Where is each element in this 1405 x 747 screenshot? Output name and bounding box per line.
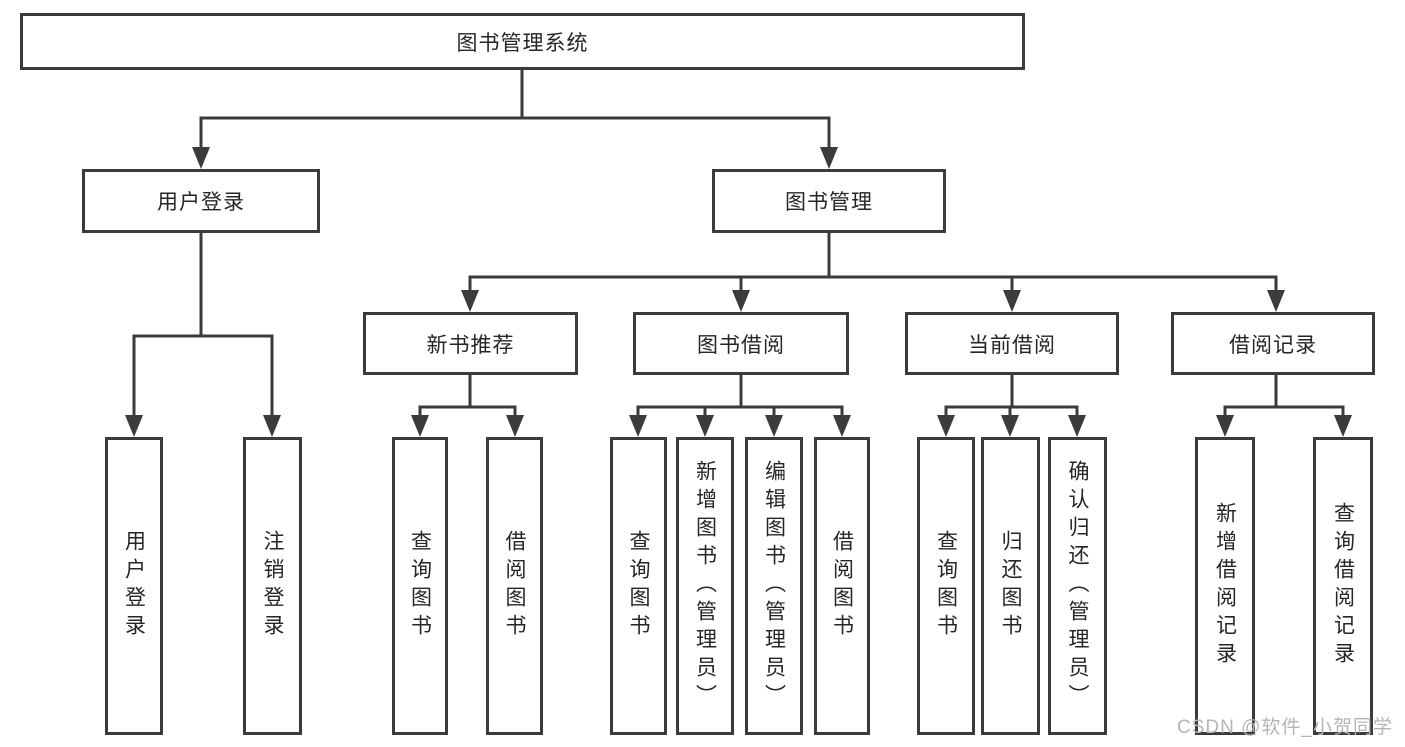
leaf-logout: 注销登录 [243,437,302,735]
edge-user-login-to-leaves [125,231,281,437]
edge-root-to-level2 [192,68,838,169]
leaf-borrow-borrow-books: 借阅图书 [814,437,870,735]
node-book-borrow: 图书借阅 [633,312,849,375]
node-user-login: 用户登录 [82,169,320,233]
leaf-records-add-record: 新增借阅记录 [1195,437,1255,735]
edge-current-borrow-to-leaves [937,373,1086,437]
leaf-borrow-add-books-admin: 新增图书（管理员） [676,437,734,735]
leaf-recommend-borrow-books: 借阅图书 [486,437,543,735]
node-book-management: 图书管理 [712,169,946,233]
leaf-records-query-record: 查询借阅记录 [1313,437,1373,735]
leaf-current-confirm-return-admin: 确认归还（管理员） [1048,437,1107,735]
node-new-book-recommend: 新书推荐 [363,312,578,375]
leaf-current-return-books: 归还图书 [981,437,1040,735]
leaf-current-query-books: 查询图书 [917,437,975,735]
leaf-borrow-edit-books-admin: 编辑图书（管理员） [745,437,803,735]
node-root: 图书管理系统 [20,13,1025,70]
edge-book-borrow-to-leaves [629,373,851,437]
node-borrow-records: 借阅记录 [1171,312,1375,375]
node-current-borrow: 当前借阅 [905,312,1119,375]
edge-book-management-to-level3 [461,231,1285,312]
leaf-recommend-query-books: 查询图书 [392,437,448,735]
leaf-user-login: 用户登录 [105,437,163,735]
leaf-borrow-query-books: 查询图书 [610,437,667,735]
edge-new-book-recommend-to-leaves [411,373,524,437]
edge-borrow-records-to-leaves [1216,373,1352,437]
